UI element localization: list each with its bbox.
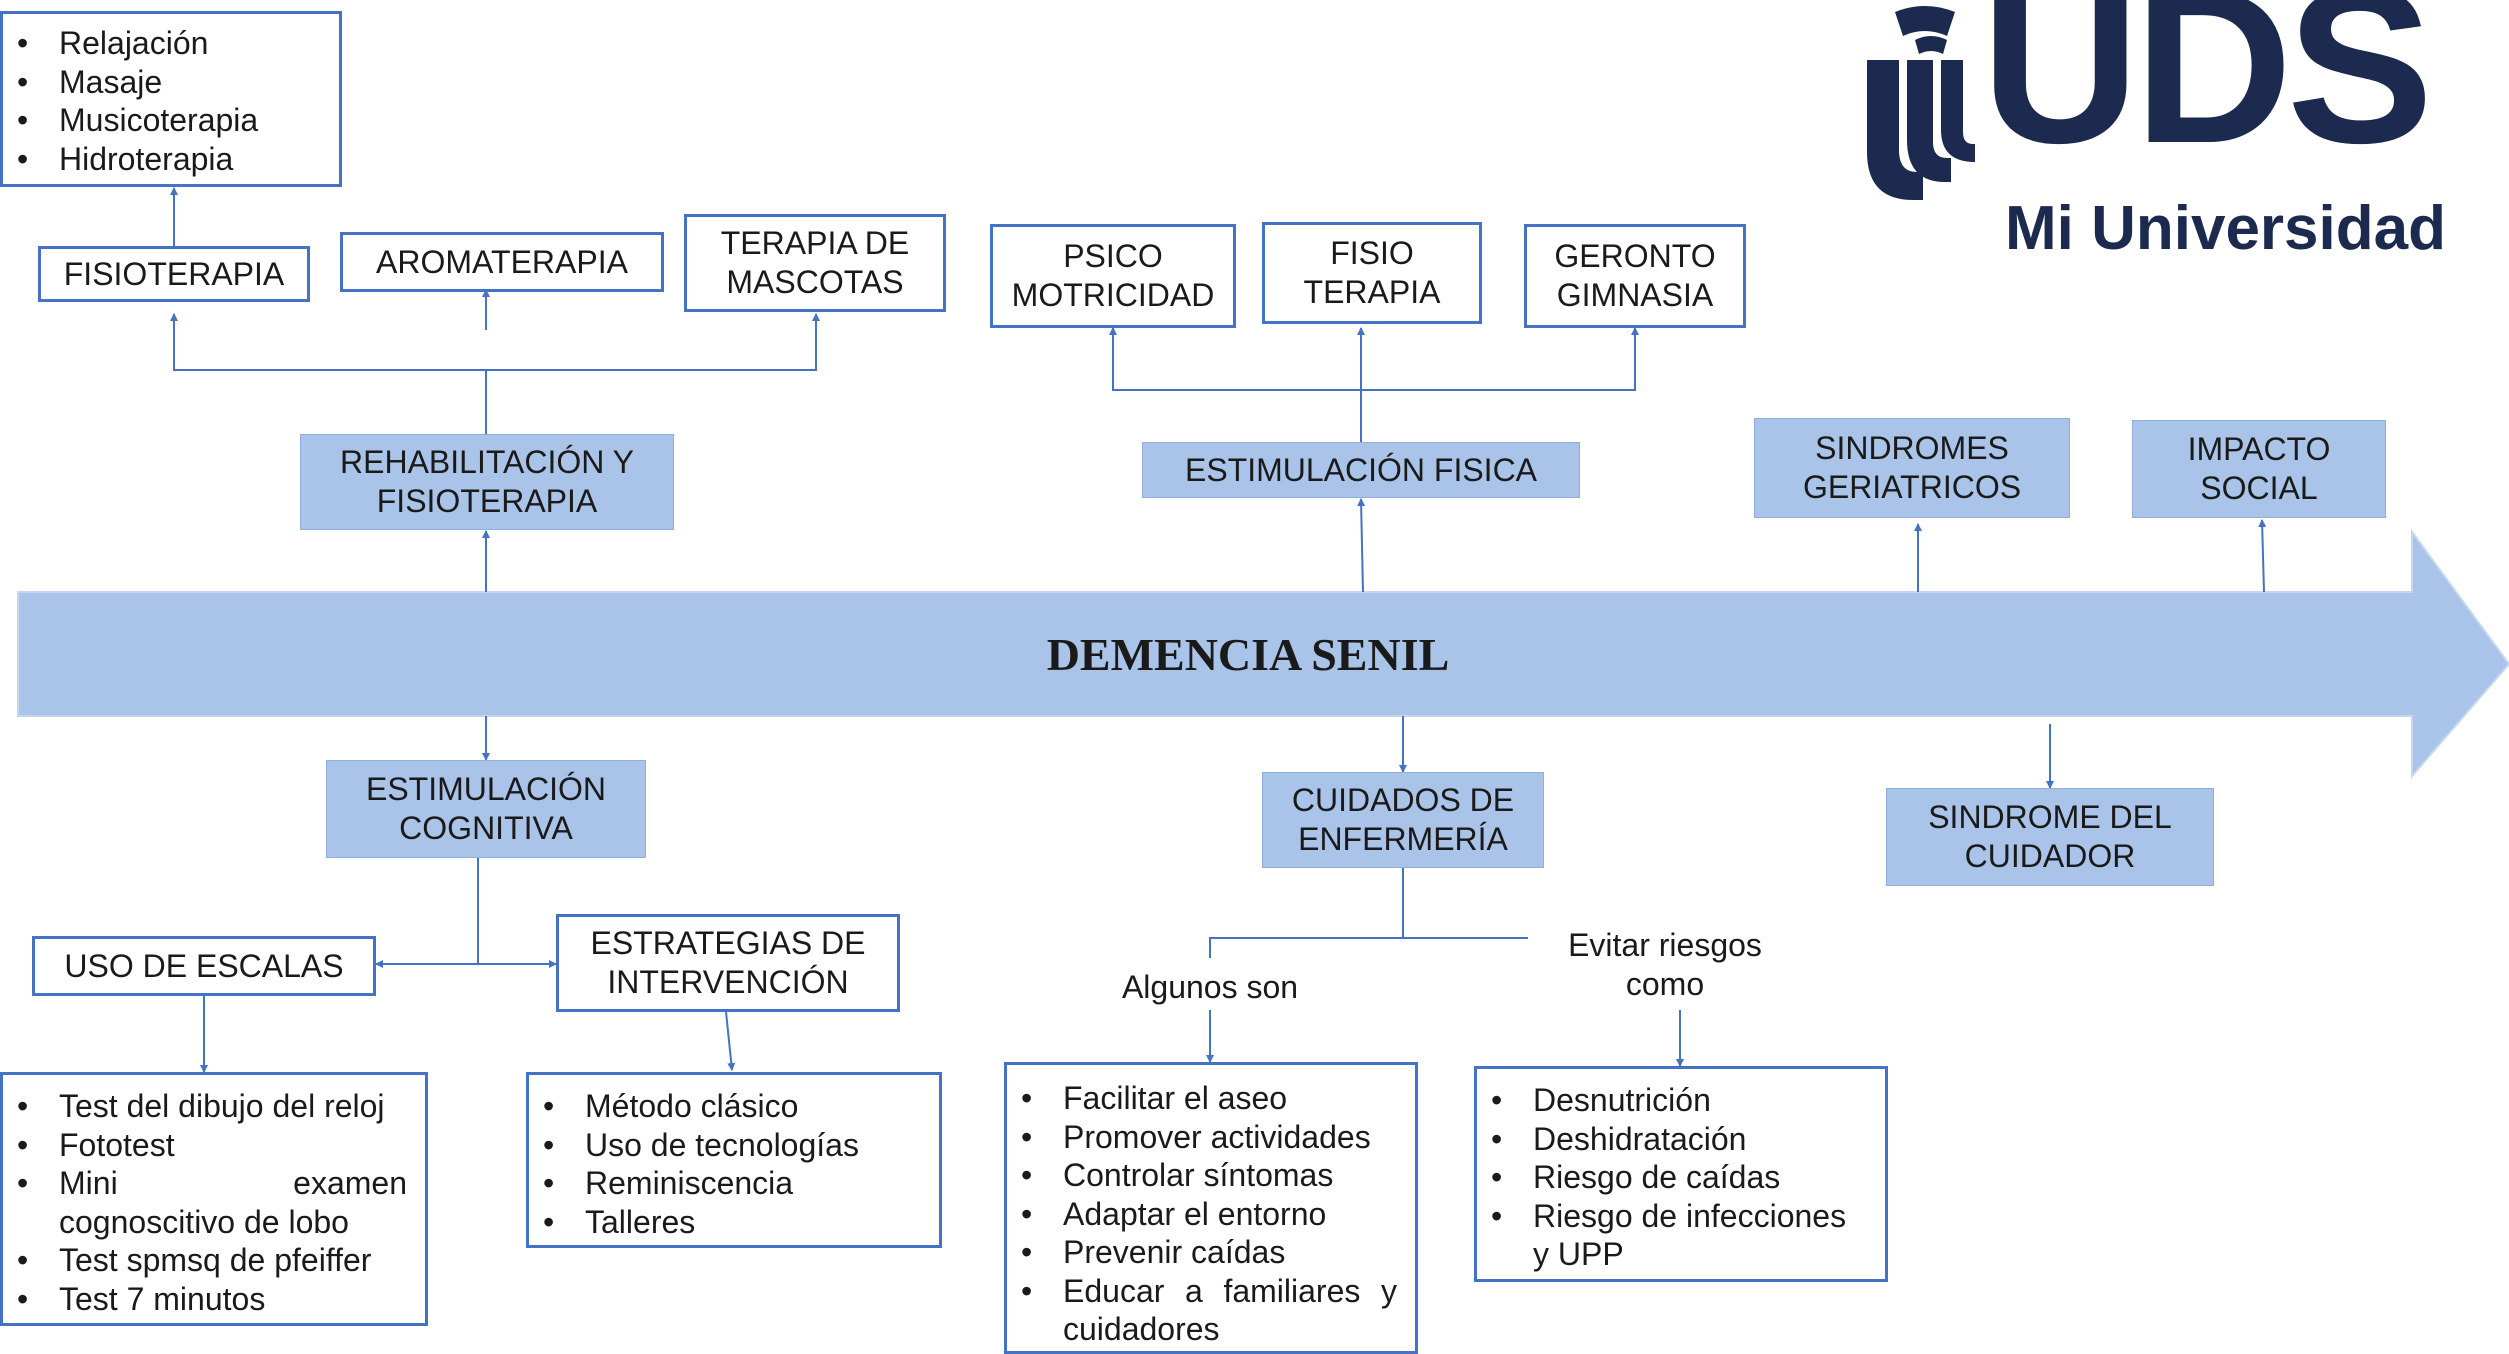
gerontogimnasia-node: GERONTO GIMNASIA — [1524, 224, 1746, 328]
uso-escalas-node: USO DE ESCALAS — [32, 936, 376, 996]
list-item: Fototest — [3, 1126, 407, 1165]
list-item: Test del dibujo del reloj — [3, 1087, 407, 1126]
cuidados-list: Facilitar el aseo Promover actividades C… — [1004, 1062, 1418, 1354]
uds-emblem-icon — [1867, 6, 1975, 200]
list-item: Facilitar el aseo — [1007, 1079, 1397, 1118]
list-item: Educar a familiares y cuidadores — [1007, 1272, 1397, 1349]
relaxation-techniques-list: Relajación Masaje Musicoterapia Hidroter… — [0, 11, 342, 187]
list-item: Adaptar el entorno — [1007, 1195, 1397, 1234]
list-item: Uso de tecnologías — [529, 1126, 929, 1165]
central-topic-title: DEMENCIA SENIL — [1046, 628, 1450, 680]
terapia-mascotas-node: TERAPIA DE MASCOTAS — [684, 214, 946, 312]
uds-logo: UDS Mi Universidad — [1855, 0, 2509, 270]
list-item: Mini examen cognoscitivo de lobo — [3, 1164, 407, 1241]
list-item: Riesgo de caídas — [1477, 1158, 1869, 1197]
psicomotricidad-node: PSICO MOTRICIDAD — [990, 224, 1236, 328]
sindromes-geriatricos-node: SINDROMES GERIATRICOS — [1754, 418, 2070, 518]
list-item: Reminiscencia — [529, 1164, 929, 1203]
list-item: Test spmsq de pfeiffer — [3, 1241, 407, 1280]
list-item: Relajación — [3, 24, 329, 63]
estrategias-intervencion-node: ESTRATEGIAS DE INTERVENCIÓN — [556, 914, 900, 1012]
fisioterapia-fisica-node: FISIO TERAPIA — [1262, 222, 1482, 324]
logo-tagline: Mi Universidad — [2005, 194, 2446, 263]
list-item: Masaje — [3, 63, 329, 102]
fisioterapia-node: FISIOTERAPIA — [38, 246, 310, 302]
sindrome-cuidador-node: SINDROME DEL CUIDADOR — [1886, 788, 2214, 886]
impacto-social-node: IMPACTO SOCIAL — [2132, 420, 2386, 518]
list-item: Test 7 minutos — [3, 1280, 407, 1319]
estimulacion-cognitiva-node: ESTIMULACIÓN COGNITIVA — [326, 760, 646, 858]
uso-escalas-list: Test del dibujo del reloj Fototest Mini … — [0, 1072, 428, 1326]
evitar-riesgos-label: Evitar riesgos como — [1568, 927, 1762, 1002]
list-item: Hidroterapia — [3, 140, 329, 179]
rehabilitacion-node: REHABILITACIÓN Y FISIOTERAPIA — [300, 434, 674, 530]
list-item: Promover actividades — [1007, 1118, 1397, 1157]
cuidados-enfermeria-node: CUIDADOS DE ENFERMERÍA — [1262, 772, 1544, 868]
list-item: Método clásico — [529, 1087, 929, 1126]
list-item: Deshidratación — [1477, 1120, 1869, 1159]
list-item: Controlar síntomas — [1007, 1156, 1397, 1195]
list-item: Riesgo de infecciones y UPP — [1477, 1197, 1869, 1274]
list-item: Desnutrición — [1477, 1081, 1869, 1120]
evitar-riesgos-list: Desnutrición Deshidratación Riesgo de ca… — [1474, 1066, 1888, 1282]
list-item: Prevenir caídas — [1007, 1233, 1397, 1272]
estrategias-list: Método clásico Uso de tecnologías Remini… — [526, 1072, 942, 1248]
list-item: Musicoterapia — [3, 101, 329, 140]
list-item: Talleres — [529, 1203, 929, 1242]
logo-wordmark: UDS — [1981, 0, 2433, 189]
algunos-son-label: Algunos son — [1121, 969, 1299, 1005]
estimulacion-fisica-node: ESTIMULACIÓN FISICA — [1142, 442, 1580, 498]
aromaterapia-node: AROMATERAPIA — [340, 232, 664, 292]
